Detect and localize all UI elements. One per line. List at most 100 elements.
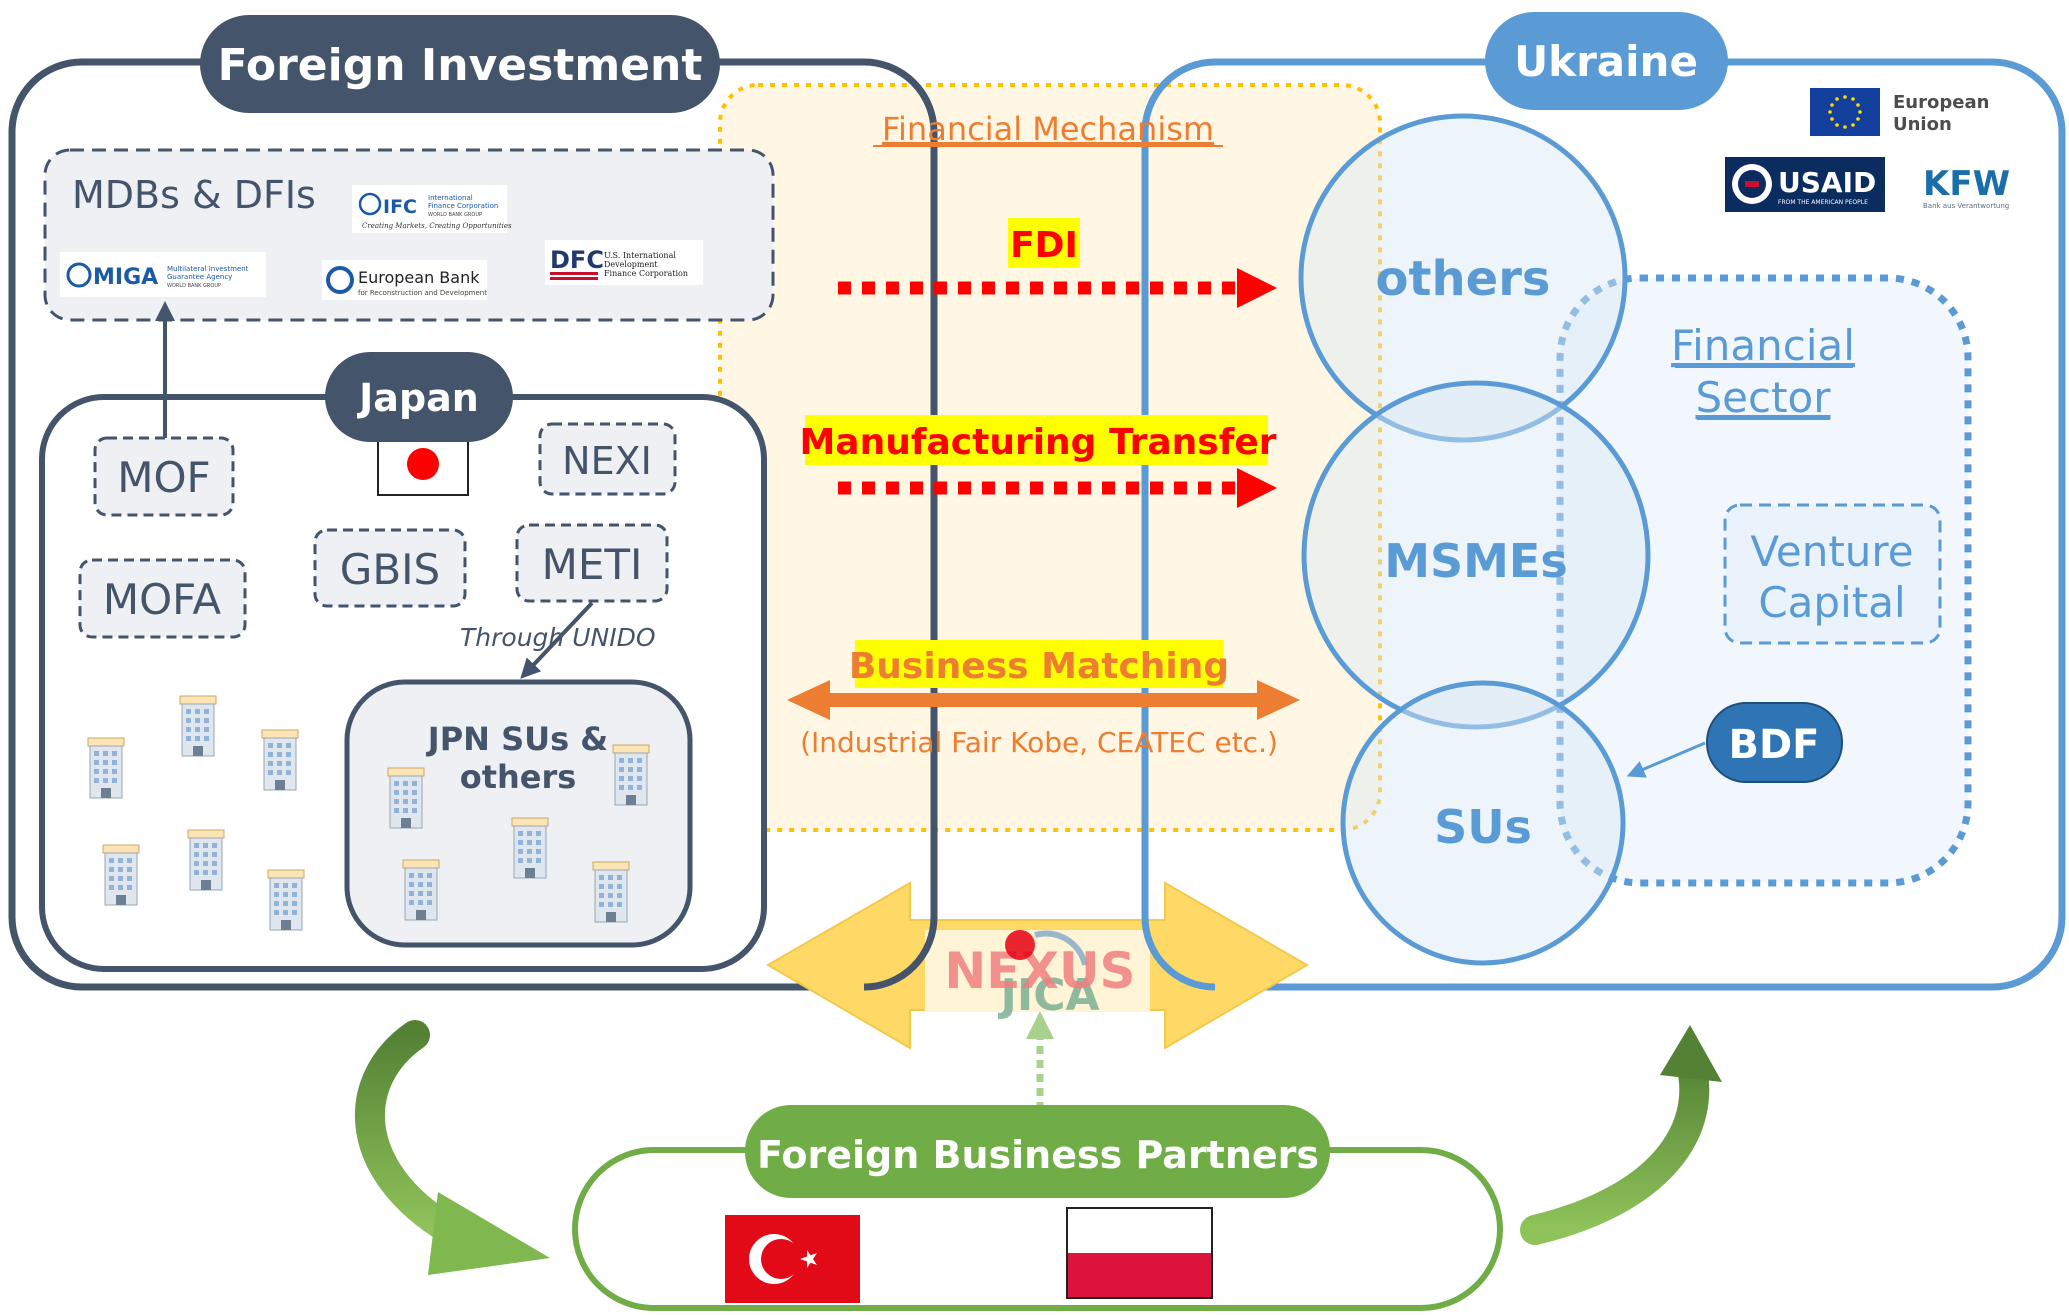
nexi-box	[538, 422, 677, 496]
nexus-sun-icon	[1005, 930, 1035, 960]
company-building-icon	[592, 861, 630, 923]
foreign-investment-edge	[863, 880, 938, 991]
jpn-startups-line1: JPN SUs &	[426, 720, 608, 758]
fdi-label: FDI	[1010, 225, 1078, 266]
usaid-mark: USAID	[1778, 166, 1876, 199]
usaid-tagline: FROM THE AMERICAN PEOPLE	[1778, 199, 1868, 206]
miga-mark: MIGA	[93, 265, 158, 290]
ebrd-swirl-icon	[326, 266, 354, 294]
dfc-line3: Finance Corporation	[604, 269, 688, 278]
turkey-flag	[725, 1215, 860, 1303]
ifc-line3: WORLD BANK GROUP	[428, 212, 482, 218]
foreign-investment-title-pill	[200, 15, 720, 113]
japan-title: Japan	[356, 376, 479, 420]
nexus-jica-badge	[925, 930, 1150, 1012]
business-matching-events: (Industrial Fair Kobe, CEATEC etc.)	[800, 726, 1278, 759]
company-building-icon	[511, 817, 549, 879]
company-building-icon	[187, 829, 225, 891]
company-building-icon	[261, 729, 299, 791]
manufacturing-arrowhead	[1237, 468, 1277, 508]
company-building-icon	[387, 767, 425, 829]
mofa-box	[78, 558, 247, 639]
mof-box	[93, 436, 235, 517]
sus-circle	[1340, 680, 1626, 966]
company-building-icon	[402, 859, 440, 921]
through-unido-label: Through UNIDO	[460, 623, 656, 652]
nexus-label: NEXUS	[944, 942, 1135, 1000]
japan-flag	[377, 432, 469, 496]
green-curved-arrow-left	[355, 1020, 550, 1275]
business-matching-label: Business Matching	[849, 646, 1229, 687]
bdf-label: BDF	[1728, 722, 1819, 768]
dfc-line1: U.S. International	[604, 251, 676, 260]
green-curved-arrow-right	[1520, 1025, 1722, 1245]
kfw-mark: KFW	[1923, 164, 2010, 204]
company-building-icon	[179, 695, 217, 757]
poland-flag	[1066, 1207, 1213, 1299]
venture-capital-line1: Venture	[1750, 527, 1913, 576]
globe-icon	[358, 192, 382, 216]
business-matching-highlight	[855, 640, 1223, 688]
kfw-tagline: Bank aus Verantwortung	[1923, 202, 2009, 210]
ebrd-logo: European Bank for Reconstruction and Dev…	[322, 260, 487, 300]
ifc-tagline: Creating Markets, Creating Opportunities	[362, 222, 512, 230]
mdbs-dfis-label: MDBs & DFIs	[72, 173, 316, 217]
ebrd-line1: European Bank	[358, 268, 480, 287]
ukraine-title: Ukraine	[1514, 37, 1698, 86]
miga-logo: MIGA Multilateral Investment Guarantee A…	[60, 252, 266, 297]
miga-line1: Multilateral Investment	[167, 265, 249, 273]
gbis-box	[313, 528, 467, 608]
others-label: others	[1376, 251, 1551, 307]
eu-logo: European Union	[1810, 88, 1989, 136]
nexi-label: NEXI	[562, 439, 652, 483]
ifc-logo: IFC International Finance Corporation WO…	[352, 185, 512, 233]
dfc-logo: DFC U.S. International Development Finan…	[545, 240, 703, 285]
eu-flag-icon	[1810, 88, 1880, 136]
ukraine-edge	[1141, 880, 1216, 991]
fdi-highlight	[1008, 218, 1080, 268]
venture-capital-line2: Capital	[1758, 578, 1905, 627]
eu-line2: Union	[1893, 114, 1952, 135]
jpn-startups-line2: others	[460, 758, 577, 796]
company-building-icon	[102, 844, 140, 906]
others-circle	[1298, 113, 1628, 443]
miga-line2: Guarantee Agency	[167, 273, 232, 281]
meti-box	[515, 523, 669, 603]
jica-swirl-icon	[1034, 930, 1088, 966]
sus-label: SUs	[1434, 800, 1532, 854]
manufacturing-transfer-label: Manufacturing Transfer	[799, 422, 1276, 463]
foreign-partners-title: Foreign Business Partners	[757, 1133, 1319, 1177]
japan-title-pill	[325, 352, 513, 442]
ukraine-title-pill	[1485, 12, 1728, 110]
manufacturing-transfer-highlight	[805, 415, 1268, 465]
globe-icon	[66, 262, 92, 288]
financial-sector-line2: Sector	[1695, 373, 1831, 422]
mofa-label: MOFA	[103, 575, 222, 624]
foreign-partners-title-pill	[745, 1105, 1330, 1198]
ifc-mark: IFC	[383, 196, 417, 218]
ebrd-line2: for Reconstruction and Development	[358, 289, 487, 297]
miga-line3: WORLD BANK GROUP	[167, 283, 221, 289]
msmes-circle	[1301, 380, 1651, 730]
gbis-label: GBIS	[340, 545, 440, 594]
company-building-icon	[612, 744, 650, 806]
financial-mechanism-title: Financial Mechanism	[882, 110, 1214, 148]
venture-capital-box	[1723, 503, 1942, 645]
usaid-logo: USAID FROM THE AMERICAN PEOPLE	[1725, 157, 1885, 212]
foreign-investment-title: Foreign Investment	[218, 40, 703, 91]
eu-line1: European	[1893, 92, 1989, 113]
ifc-line2: Finance Corporation	[428, 202, 498, 210]
dfc-mark: DFC	[550, 246, 604, 274]
mof-label: MOF	[117, 453, 210, 502]
msmes-label: MSMEs	[1384, 534, 1567, 588]
business-matching-double-arrow	[787, 680, 1300, 720]
company-building-icon	[267, 869, 305, 931]
company-building-icon	[87, 737, 125, 799]
dfc-line2: Development	[604, 260, 658, 269]
financial-sector-line1: Financial	[1671, 321, 1855, 370]
kfw-logo: KFW Bank aus Verantwortung	[1923, 164, 2010, 210]
meti-to-startups-arrow	[520, 601, 594, 679]
ifc-line1: International	[428, 194, 473, 202]
star-icon	[800, 1250, 817, 1268]
